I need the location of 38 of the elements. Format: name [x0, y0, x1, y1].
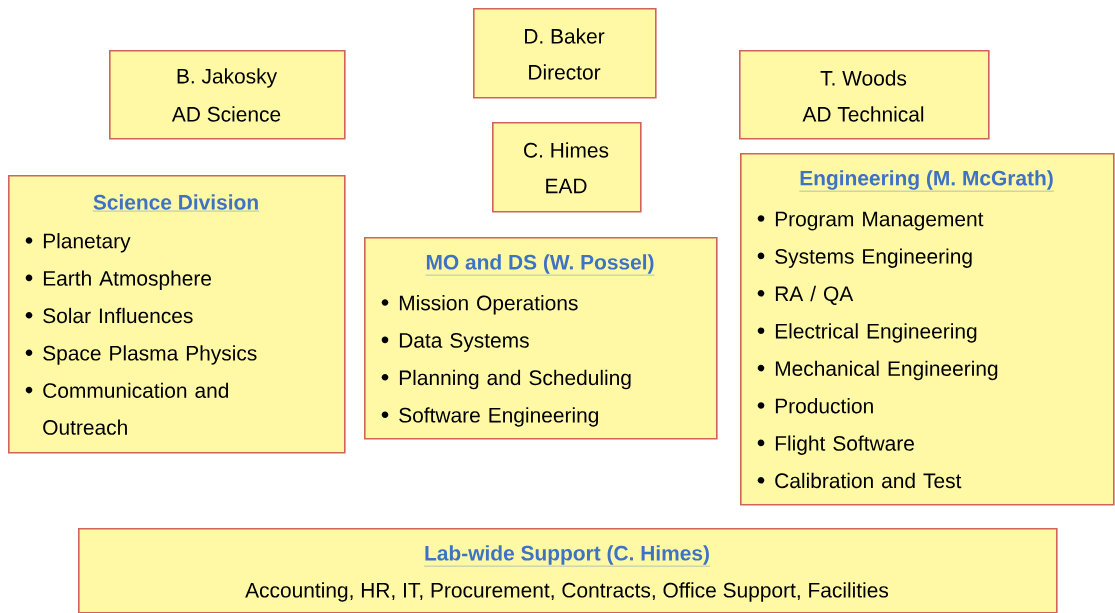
- list-item: Mechanical Engineering: [757, 360, 998, 381]
- support-band: [78, 528, 1058, 613]
- heading: Science Division: [92, 194, 260, 212]
- heading: Lab-wide Support (C. Himes): [423, 545, 711, 567]
- person-name: T. Woods: [820, 70, 907, 86]
- name-box: [473, 8, 657, 99]
- list-item: Communication and Outreach: [25, 382, 229, 435]
- list-item: Software Engineering: [381, 407, 598, 427]
- name-box: [492, 122, 642, 213]
- list-item: Data Systems: [381, 333, 529, 352]
- list-item: Calibration and Test: [757, 472, 962, 489]
- list-item: Space Plasma Physics: [25, 345, 257, 365]
- heading: Engineering (M. McGrath): [799, 170, 1054, 192]
- role-title: Director: [529, 64, 601, 80]
- list-item: Mission Operations: [381, 295, 578, 315]
- role-title: AD Technical: [802, 106, 924, 122]
- person-name: C. Himes: [524, 142, 609, 158]
- list-item: Planetary: [25, 233, 131, 253]
- list-item: Production: [757, 398, 873, 414]
- list-item: RA / QA: [757, 285, 854, 305]
- name-box: [109, 50, 346, 140]
- role-title: EAD: [546, 178, 587, 194]
- division-box: [740, 153, 1115, 506]
- list-item: Flight Software: [757, 435, 914, 455]
- list-item: Earth Atmosphere: [25, 270, 212, 290]
- list-item: Program Management: [757, 211, 984, 231]
- person-name: D. Baker: [525, 28, 605, 44]
- division-box: [364, 237, 718, 440]
- name-box: [739, 50, 990, 140]
- person-name: B. Jakosky: [177, 68, 278, 88]
- heading: MO and DS (W. Possel): [425, 254, 655, 276]
- division-box: [8, 175, 346, 454]
- text-line: Accounting, HR, IT, Procurement, Contracts, Office Support, Facilities: [245, 582, 889, 602]
- list-item: Systems Engineering: [757, 248, 972, 268]
- list-item: Solar Influences: [25, 307, 193, 324]
- role-title: AD Science: [171, 106, 281, 122]
- list-item: Planning and Scheduling: [381, 369, 631, 390]
- list-item: Electrical Engineering: [757, 323, 977, 343]
